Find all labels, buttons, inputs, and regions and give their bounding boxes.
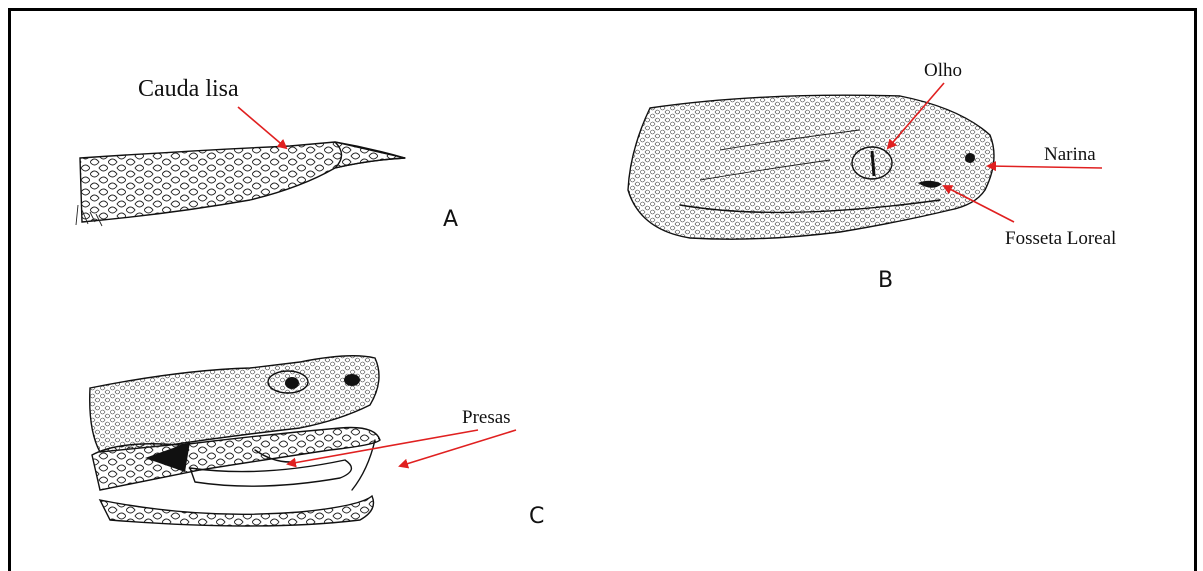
arrow-tail (238, 107, 286, 148)
head-illustration-b (628, 95, 994, 239)
panel-label-c: C (529, 504, 544, 529)
label-olho: Olho (924, 60, 962, 81)
panel-label-b: B (878, 268, 893, 293)
label-fosseta-loreal: Fosseta Loreal (1005, 228, 1116, 249)
label-narina: Narina (1044, 144, 1096, 165)
nostril-mark (965, 153, 975, 163)
panel-label-a: A (443, 207, 458, 232)
tail-illustration (76, 142, 405, 226)
label-cauda-lisa: Cauda lisa (138, 76, 239, 102)
arrow-nostril (988, 166, 1102, 168)
label-presas: Presas (462, 407, 511, 428)
head-illustration-c (90, 356, 380, 526)
arrow-fang-right (400, 430, 516, 466)
